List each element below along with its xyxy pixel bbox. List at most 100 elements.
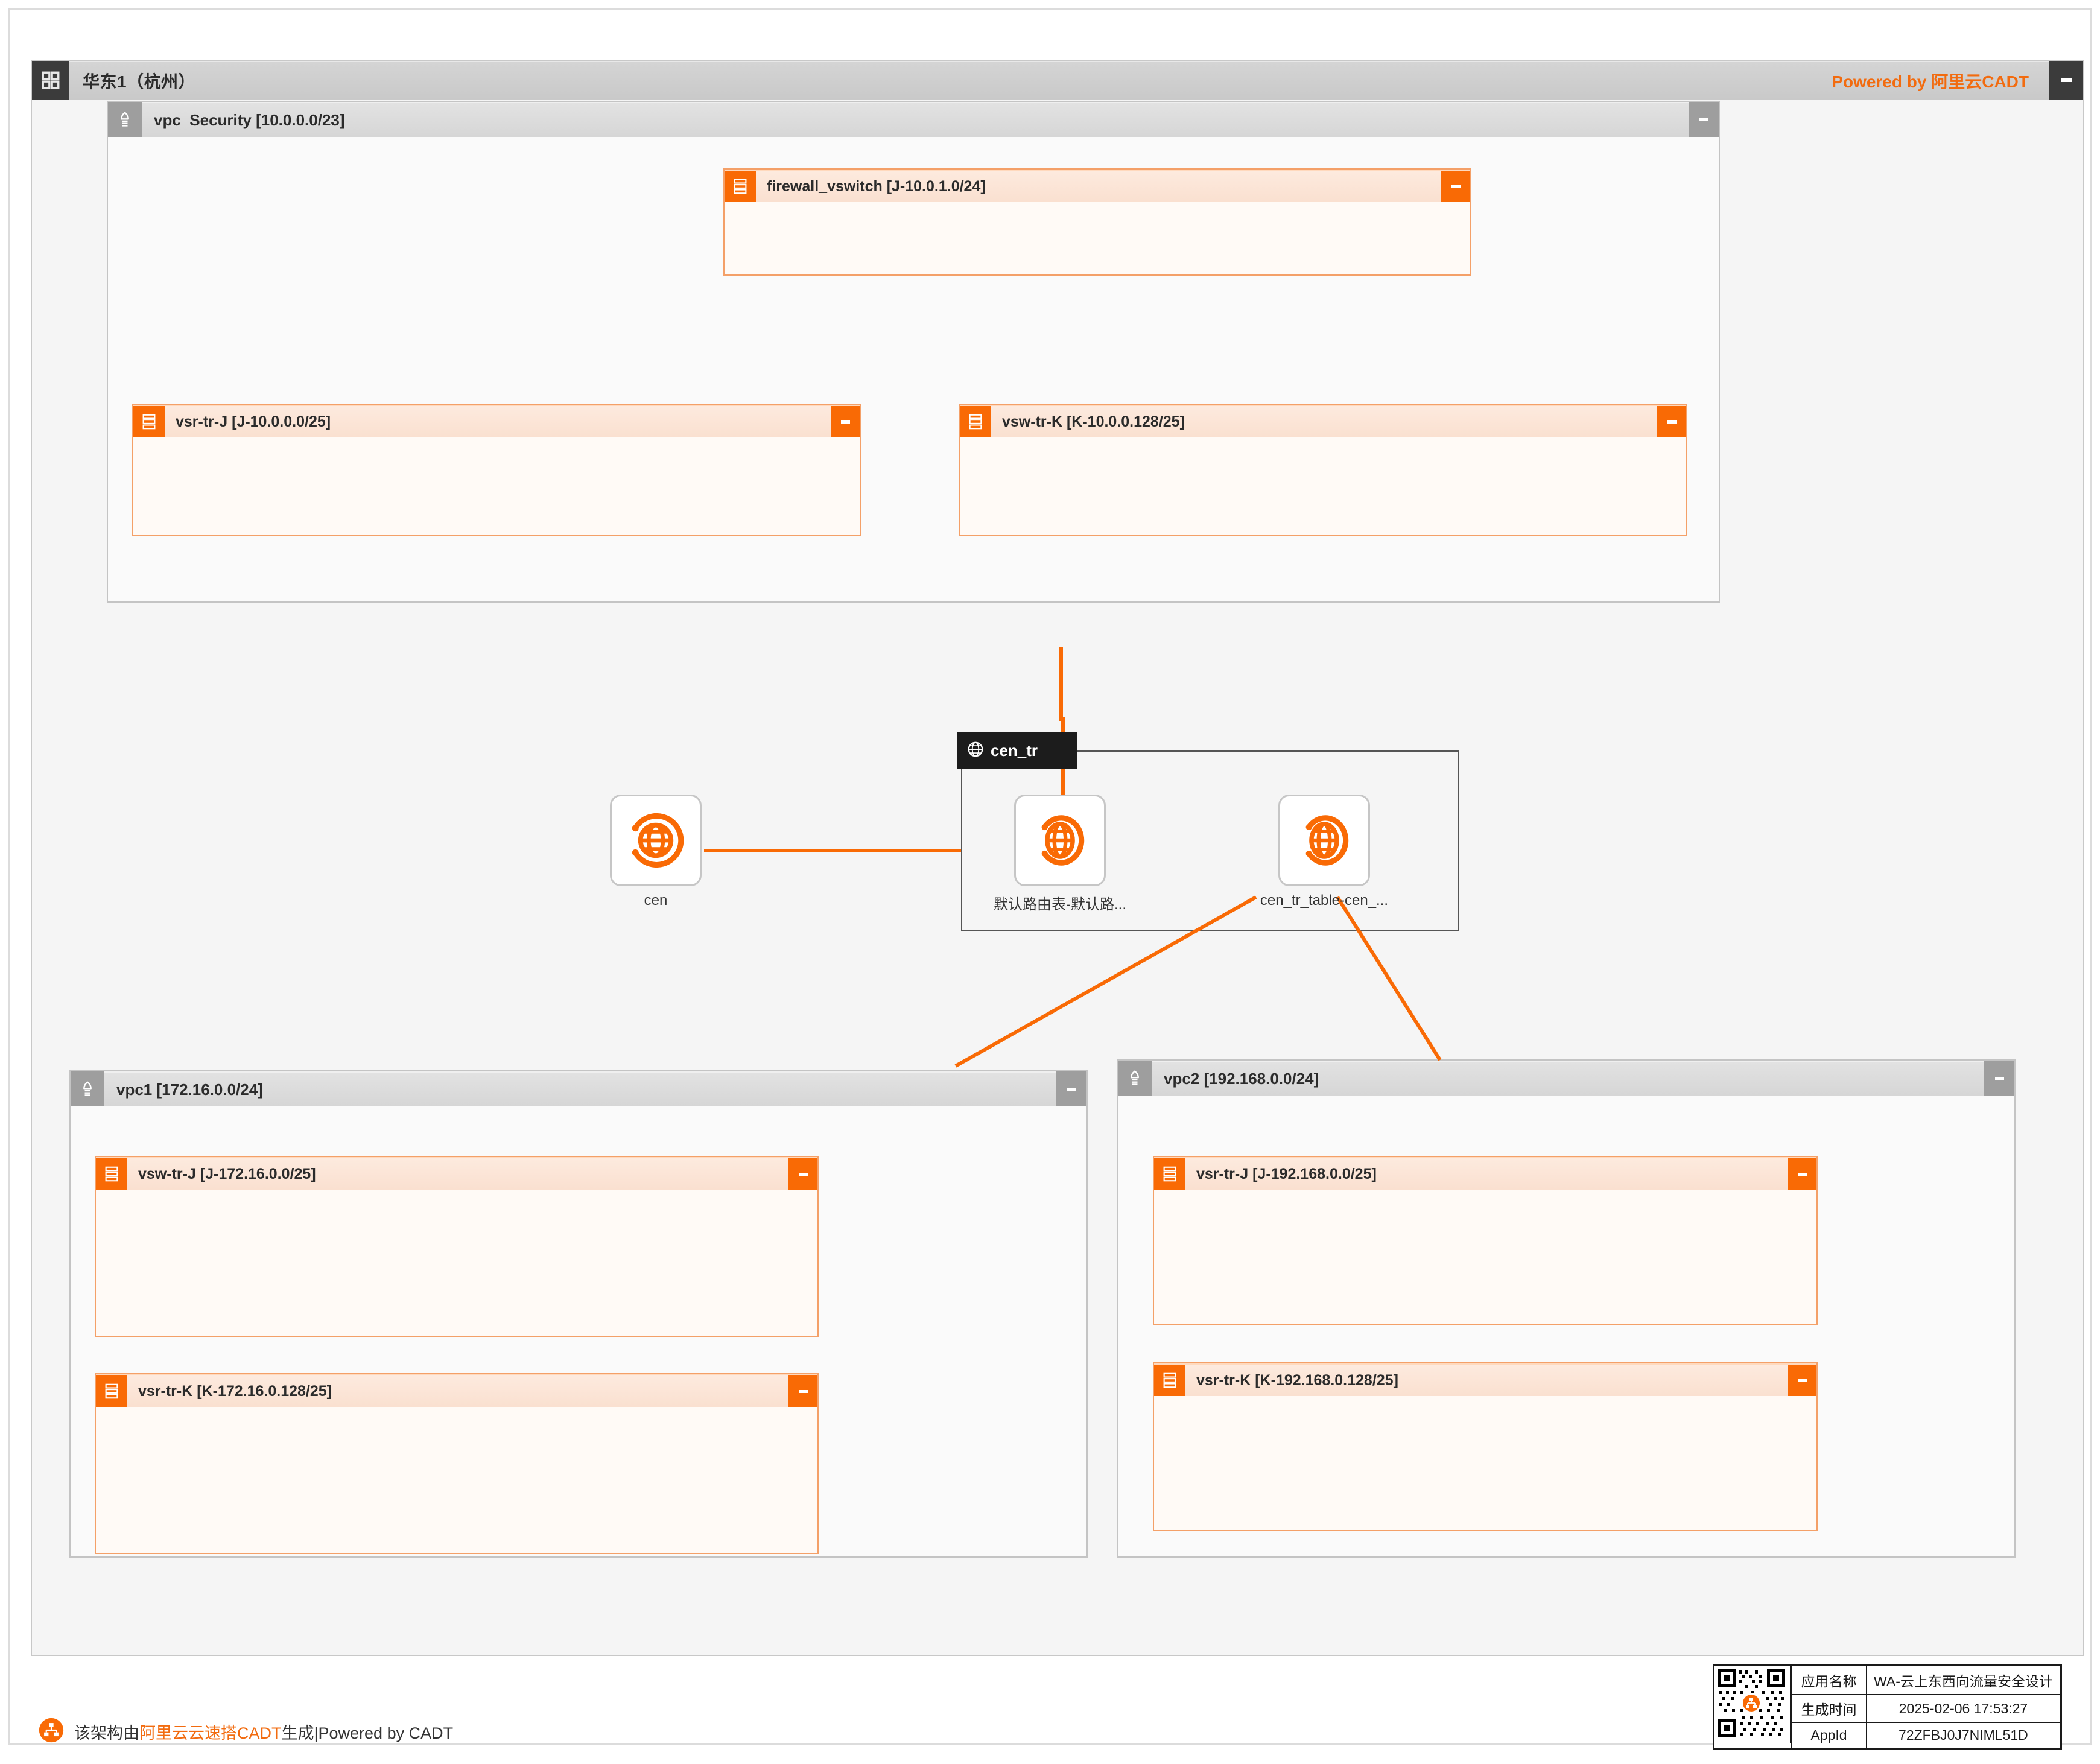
vpc1-header: vpc1 [172.16.0.0/24] <box>71 1071 1086 1106</box>
vswitch-title-bar: vsr-tr-J [J-192.168.0.0/25] <box>1185 1158 1788 1190</box>
vpc-container-vpc1[interactable]: vpc1 [172.16.0.0/24] <box>69 1070 1088 1558</box>
vswitch-header: vsr-tr-J [J-192.168.0.0/25] <box>1154 1157 1816 1190</box>
vswitch-title-bar: vsr-tr-K [K-192.168.0.128/25] <box>1185 1365 1788 1396</box>
vpc1-title-bar: vpc1 [172.16.0.0/24] <box>104 1071 1056 1106</box>
info-key: 应用名称 <box>1791 1666 1867 1695</box>
vswitch-icon <box>960 406 991 437</box>
vpc2-collapse-button[interactable] <box>1984 1061 2014 1096</box>
vswitch-collapse-button[interactable] <box>1657 406 1686 437</box>
vpc2-header: vpc2 [192.168.0.0/24] <box>1118 1061 2014 1096</box>
qr-code-icon[interactable] <box>1714 1666 1791 1743</box>
route-table-globe-icon <box>1278 795 1370 886</box>
cen-tr-header-tag[interactable]: cen_tr <box>957 732 1077 769</box>
vswitch-icon <box>1154 1158 1185 1190</box>
vswitch-icon <box>96 1158 127 1190</box>
vswitch-header: vsw-tr-K [K-10.0.0.128/25] <box>960 405 1686 437</box>
vpc-container-vpc-security[interactable]: vpc_Security [10.0.0.0/23] <box>107 101 1720 603</box>
region-title-bar: 华东1（杭州） Powered by 阿里云CADT <box>69 61 2049 100</box>
route-table-globe-icon <box>1014 795 1106 886</box>
vswitch-vsr-tr-k-192[interactable]: vsr-tr-K [K-192.168.0.128/25] <box>1153 1362 1818 1531</box>
vswitch-title: vsr-tr-K [K-172.16.0.128/25] <box>138 1382 332 1400</box>
vswitch-collapse-button[interactable] <box>788 1158 817 1190</box>
vswitch-title-bar: vsw-tr-J [J-172.16.0.0/25] <box>127 1158 788 1190</box>
cen-tr-globe-icon <box>966 740 985 761</box>
vswitch-vsw-tr-k-10[interactable]: vsw-tr-K [K-10.0.0.128/25] <box>959 404 1687 536</box>
vswitch-vsw-tr-j-172[interactable]: vsw-tr-J [J-172.16.0.0/25] <box>95 1156 819 1337</box>
node-cen[interactable]: cen <box>607 795 704 909</box>
vswitch-icon <box>133 406 165 437</box>
vswitch-title: vsr-tr-J [J-192.168.0.0/25] <box>1196 1165 1377 1182</box>
vswitch-header: vsr-tr-K [K-192.168.0.128/25] <box>1154 1363 1816 1396</box>
vswitch-title: firewall_vswitch [J-10.0.1.0/24] <box>767 177 986 195</box>
footer-suffix: 生成|Powered by CADT <box>281 1724 454 1742</box>
table-row: AppId 72ZFBJ0J7NIML51D <box>1791 1722 2061 1748</box>
vswitch-title-bar: firewall_vswitch [J-10.0.1.0/24] <box>756 171 1441 202</box>
vswitch-icon <box>725 171 756 202</box>
info-key: 生成时间 <box>1791 1694 1867 1723</box>
minus-icon <box>840 420 850 424</box>
cen-tr-title: cen_tr <box>991 741 1038 760</box>
vswitch-title: vsw-tr-J [J-172.16.0.0/25] <box>138 1165 316 1182</box>
table-row: 应用名称 WA-云上东西向流量安全设计 <box>1791 1666 2061 1695</box>
minus-icon <box>798 1389 808 1393</box>
vpc-title: vpc2 [192.168.0.0/24] <box>1164 1069 1319 1088</box>
grid-icon <box>32 61 69 100</box>
vpc-title: vpc1 [172.16.0.0/24] <box>116 1080 263 1099</box>
vpc-container-vpc2[interactable]: vpc2 [192.168.0.0/24] <box>1117 1059 2016 1558</box>
node-label: cen_tr_table-cen_... <box>1260 892 1389 909</box>
vpc-security-title-bar: vpc_Security [10.0.0.0/23] <box>142 102 1689 137</box>
vswitch-vsr-tr-k-172[interactable]: vsr-tr-K [K-172.16.0.128/25] <box>95 1373 819 1554</box>
cadt-logo-icon <box>38 1717 65 1747</box>
minus-icon <box>1067 1087 1076 1091</box>
vpc1-collapse-button[interactable] <box>1056 1071 1086 1106</box>
vswitch-icon <box>96 1375 127 1407</box>
node-label: cen <box>644 892 668 909</box>
vpc-security-collapse-button[interactable] <box>1689 102 1719 137</box>
vswitch-vsr-tr-j-192[interactable]: vsr-tr-J [J-192.168.0.0/25] <box>1153 1156 1818 1325</box>
minus-icon <box>1451 185 1461 188</box>
vswitch-header: vsr-tr-K [K-172.16.0.128/25] <box>96 1374 817 1407</box>
info-key: AppId <box>1791 1722 1867 1748</box>
vpc-cloud-icon <box>108 102 142 137</box>
info-value: WA-云上东西向流量安全设计 <box>1866 1666 2061 1695</box>
node-cen-tr-table[interactable]: cen_tr_table-cen_... <box>1260 795 1388 909</box>
vswitch-vsr-tr-j-10[interactable]: vsr-tr-J [J-10.0.0.0/25] <box>132 404 861 536</box>
vswitch-header: vsw-tr-J [J-172.16.0.0/25] <box>96 1157 817 1190</box>
node-default-route-table[interactable]: 默认路由表-默认路... <box>994 795 1126 913</box>
info-panel: 应用名称 WA-云上东西向流量安全设计 生成时间 2025-02-06 17:5… <box>1713 1664 2062 1750</box>
vswitch-title: vsw-tr-K [K-10.0.0.128/25] <box>1002 413 1185 430</box>
vpc-security-header: vpc_Security [10.0.0.0/23] <box>108 102 1719 137</box>
vpc-title: vpc_Security [10.0.0.0/23] <box>154 110 345 129</box>
table-row: 生成时间 2025-02-06 17:53:27 <box>1791 1694 2061 1723</box>
vpc-cloud-icon <box>1118 1061 1152 1096</box>
vswitch-title-bar: vsw-tr-K [K-10.0.0.128/25] <box>991 406 1657 437</box>
vswitch-firewall-vswitch[interactable]: firewall_vswitch [J-10.0.1.0/24] <box>723 168 1471 276</box>
brand-label: Powered by 阿里云CADT <box>1832 72 2029 91</box>
vswitch-collapse-button[interactable] <box>1788 1365 1816 1396</box>
vswitch-title-bar: vsr-tr-J [J-10.0.0.0/25] <box>165 406 831 437</box>
vswitch-header: firewall_vswitch [J-10.0.1.0/24] <box>725 170 1470 202</box>
vpc2-title-bar: vpc2 [192.168.0.0/24] <box>1152 1061 1984 1096</box>
info-value: 72ZFBJ0J7NIML51D <box>1866 1722 2061 1748</box>
info-value: 2025-02-06 17:53:27 <box>1866 1694 2061 1723</box>
minus-icon <box>1994 1076 2004 1080</box>
vpc-cloud-icon <box>71 1071 104 1106</box>
minus-icon <box>1797 1172 1807 1176</box>
info-table: 应用名称 WA-云上东西向流量安全设计 生成时间 2025-02-06 17:5… <box>1791 1666 2061 1748</box>
vswitch-collapse-button[interactable] <box>831 406 860 437</box>
vswitch-collapse-button[interactable] <box>788 1375 817 1407</box>
minus-icon <box>798 1172 808 1176</box>
vswitch-title: vsr-tr-K [K-192.168.0.128/25] <box>1196 1371 1398 1389</box>
vswitch-collapse-button[interactable] <box>1788 1158 1816 1190</box>
footer-text: 该架构由阿里云云速搭CADT生成|Powered by CADT <box>74 1720 453 1743</box>
minus-icon <box>2061 78 2072 82</box>
vswitch-collapse-button[interactable] <box>1441 171 1470 202</box>
footer-highlight[interactable]: 阿里云云速搭CADT <box>139 1724 282 1742</box>
region-header: 华东1（杭州） Powered by 阿里云CADT <box>32 61 2083 100</box>
minus-icon <box>1699 118 1708 121</box>
footer: 该架构由阿里云云速搭CADT生成|Powered by CADT <box>38 1717 453 1747</box>
minus-icon <box>1667 420 1677 424</box>
minus-icon <box>1797 1379 1807 1382</box>
region-collapse-button[interactable] <box>2049 61 2083 100</box>
